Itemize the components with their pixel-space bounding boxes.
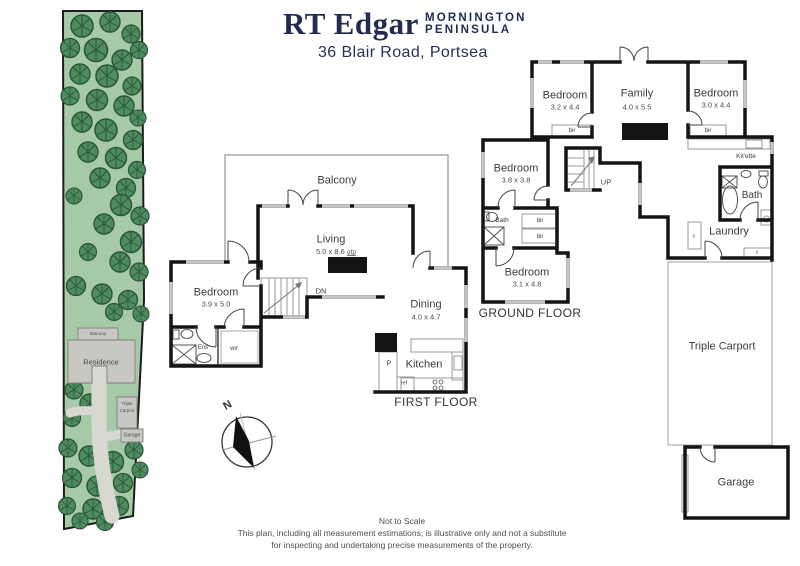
ff-bedroom-label: Bedroom <box>193 286 239 299</box>
gf-doors <box>495 46 759 463</box>
ff-kitchen-bench-right <box>451 351 464 381</box>
ff-ensuite-label: Ens <box>197 345 209 351</box>
ff-kitchen-label: Kitchen <box>405 358 443 371</box>
gf-fittings <box>521 124 773 259</box>
site-balcony-label: Balcony <box>89 330 107 336</box>
gf-bir-tl-label: bir <box>568 128 576 134</box>
site-residence-shape <box>67 339 136 384</box>
ff-living-ofp-tag: ofp <box>346 248 356 256</box>
ff-living-dims: 5.0 x 8.6 ofp <box>316 248 356 257</box>
gf-bedroom-ml-dims: 3.8 x 3.8 <box>501 175 531 185</box>
site-residence <box>67 327 144 443</box>
gf-stairs-arrow <box>588 156 595 164</box>
gf-bedroom-bl-label: Bedroom <box>504 266 550 279</box>
compass-needle <box>233 416 254 468</box>
gf-left-toilet <box>486 212 498 222</box>
gf-carport-outline <box>667 261 773 446</box>
ff-living-dims-value: 5.0 x 8.6 <box>316 246 345 256</box>
gf-bedroom-ml-label: Bedroom <box>493 162 539 175</box>
gf-up-label: UP <box>600 177 612 187</box>
ff-kitchen-bench-top <box>410 338 464 353</box>
ff-living-label: Living <box>316 233 346 246</box>
gf-bedroom-bl-dims: 3.1 x 4.8 <box>512 279 542 289</box>
first-floor-title: FIRST FLOOR <box>394 395 478 409</box>
gf-cupboard-2-label: c <box>755 249 759 256</box>
site-residence-label: Residence <box>83 357 119 367</box>
ff-fireplace <box>328 257 367 273</box>
gf-bath-label: Bath <box>741 190 763 201</box>
gf-bedroom-tr-dims: 3.0 x 4.4 <box>701 100 731 110</box>
ff-cooktop <box>432 379 444 391</box>
footer-line-1: Not to Scale <box>378 515 426 526</box>
ff-pantry <box>378 351 398 393</box>
compass-icon <box>221 412 277 471</box>
gf-kitchenette-sink <box>745 139 763 149</box>
ff-dining-label: Dining <box>410 298 442 311</box>
site-carport-label-2: Carport <box>119 407 135 413</box>
site-garage-shape <box>120 428 144 443</box>
brand-region-line1: MORNINGTON <box>425 12 527 24</box>
gf-bir-left-2-label: bir <box>536 234 544 240</box>
gf-bath-left-label: Bath <box>495 216 509 224</box>
site-driveway <box>65 358 128 524</box>
ff-wir-closet <box>220 330 259 364</box>
property-address: 36 Blair Road, Portsea <box>318 44 488 61</box>
ff-basin <box>196 353 212 363</box>
ff-bedroom-dims: 3.9 x 5.0 <box>201 299 231 309</box>
gf-garage-label: Garage <box>717 476 755 489</box>
ff-windows <box>169 204 468 342</box>
brand-logo: RT Edgar <box>283 6 419 41</box>
ff-sink <box>453 355 463 371</box>
gf-family-label: Family <box>620 87 654 100</box>
gf-laundry-label: Laundry <box>709 225 749 238</box>
ff-pantry-label: P <box>386 360 392 368</box>
gf-bathtub <box>722 185 738 215</box>
gf-cupboard-1-label: c <box>692 233 696 240</box>
gf-bath-toilet <box>758 175 768 189</box>
ff-fittings <box>220 277 464 393</box>
site-plan <box>57 10 150 532</box>
brand-region-line2: PENINSULA <box>425 24 512 36</box>
gf-bath-basin <box>740 170 752 178</box>
gf-kitchenette-bench <box>687 138 771 150</box>
site-carport-shape <box>116 396 138 429</box>
gf-bir-tr-label: bir <box>704 128 712 134</box>
ff-balcony-outline <box>224 154 449 266</box>
ff-dn-label: DN <box>315 286 327 296</box>
first-floor-plan <box>169 154 468 394</box>
gf-family-dims: 4.0 x 5.5 <box>622 102 652 112</box>
gf-carport-label: Triple Carport <box>688 340 756 353</box>
gf-kitchenette-label: Kit'ette <box>736 152 756 160</box>
gf-laundry-cupboard-1 <box>687 221 702 250</box>
ff-doors <box>195 189 431 348</box>
gf-garage-walls <box>683 445 790 520</box>
gf-bedroom-tl-label: Bedroom <box>542 89 588 102</box>
site-carport-label-1: Triple <box>121 400 133 406</box>
gf-bedroom-tr-label: Bedroom <box>693 87 739 100</box>
ff-stairs-arrow <box>295 282 302 289</box>
ff-dining-dims: 4.0 x 4.7 <box>411 312 441 322</box>
ff-walls <box>169 204 468 394</box>
site-garage-label: Garage <box>123 432 141 439</box>
gf-fireplace <box>622 123 668 140</box>
ff-balcony-label: Balcony <box>317 174 357 187</box>
ff-toilet <box>180 329 194 339</box>
footer-line-2: This plan, including all measurement est… <box>237 527 567 538</box>
ff-wir-label: wir <box>230 346 238 352</box>
gf-bedroom-tl-dims: 3.2 x 4.4 <box>550 102 580 112</box>
gf-bir-left-1-label: bir <box>536 218 544 224</box>
footer-line-3: for inspecting and undertaking precise m… <box>271 539 533 550</box>
gf-windows <box>481 60 774 304</box>
ground-floor-title: GROUND FLOOR <box>478 306 582 320</box>
ff-kitchen-pillar <box>375 333 397 352</box>
ground-floor-plan <box>481 46 790 520</box>
ff-fridge-label: ref <box>400 380 408 387</box>
